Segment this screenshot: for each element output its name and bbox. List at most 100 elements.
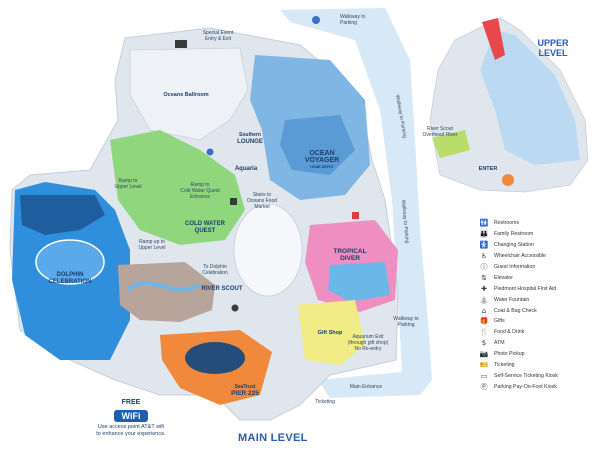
label-ramp-cold-2: Cold Water Quest xyxy=(180,188,220,194)
tropical-tank xyxy=(328,262,390,302)
first-aid-icon: ✚ xyxy=(481,284,487,293)
upper-enter-marker xyxy=(502,174,514,186)
label-southern-lounge-2: LOUNGE xyxy=(237,139,263,145)
legend-label: Photo Pickup xyxy=(494,351,525,358)
photo-pickup-icon: 📷 xyxy=(479,350,489,359)
upper-level-title: UPPER LEVEL xyxy=(535,38,571,58)
legend-label: Wheelchair Accessible xyxy=(494,253,546,260)
label-walkway-right-2: Walkway to Parking xyxy=(400,200,410,244)
legend-label: Restrooms xyxy=(494,220,520,227)
legend-item: 🍴 Food & Drink xyxy=(478,327,598,338)
label-walkway-bottom-1: Walkway to xyxy=(393,316,419,322)
river-scout-stream xyxy=(126,280,201,292)
legend-item: $ATM xyxy=(478,338,598,349)
wifi-note-1: Use access point AT&T wifi xyxy=(97,424,165,430)
label-special-event-2: Entry & Exit xyxy=(205,36,232,42)
label-ramp-upper-1: Ramp to xyxy=(119,178,138,184)
legend-label: Guest Information xyxy=(494,264,536,270)
label-southern-lounge-1: Southern xyxy=(239,132,261,138)
pier-pool xyxy=(185,342,245,374)
wifi-free: FREE xyxy=(121,399,141,406)
restrooms-icon: 🚻 xyxy=(479,219,489,228)
legend-item: ⓘ Guest Information xyxy=(478,262,598,273)
wheelchair-icon: ♿ xyxy=(480,252,488,261)
legend-label: Self-Service Ticketing Kiosk xyxy=(494,372,559,379)
guest-info-icon xyxy=(312,16,320,24)
label-tropical-1: TROPICAL xyxy=(333,248,366,255)
label-oceans-ballroom: Oceans Ballroom xyxy=(163,92,208,98)
upper-level-line1: UPPER xyxy=(537,38,569,48)
legend-item: 🚻 Restrooms xyxy=(478,218,598,229)
label-cold-water-2: QUEST xyxy=(195,228,216,234)
legend-label: Water Fountain xyxy=(494,296,530,303)
label-dolphin-1: DOLPHIN xyxy=(57,272,84,278)
label-gift-shop: Gift Shop xyxy=(318,330,343,336)
gifts-icon: 🎁 xyxy=(479,317,489,326)
river-scout-exhibit xyxy=(118,262,215,322)
main-level-title: MAIN LEVEL xyxy=(238,432,308,444)
label-special-event: Special Event xyxy=(203,30,234,36)
legend-item: 👪Family Restroom xyxy=(478,229,598,240)
upper-ocean-voyager xyxy=(480,30,580,165)
ticketing-icon: 🎫 xyxy=(479,361,489,370)
label-cold-water-1: COLD WATER xyxy=(185,221,226,227)
water-fountain-icon: ⛲ xyxy=(479,295,489,304)
label-walkway-top-1: Walkway to xyxy=(340,14,366,20)
changing-station-icon: 🚼 xyxy=(479,241,489,250)
atm-icon xyxy=(231,304,239,312)
label-pier-1: SeaTrust xyxy=(234,384,255,390)
legend-label: Parking Pay-On-Foot Kiosk xyxy=(494,383,557,390)
guest-info-icon: ⓘ xyxy=(480,263,488,271)
legend-item: ⇅Elevator xyxy=(478,272,598,283)
coat-check-icon: ⌂ xyxy=(481,306,487,315)
oceans-ballroom xyxy=(129,47,249,141)
family-restroom-icon: 👪 xyxy=(479,230,489,239)
label-river-scout-overhead-1: River Scout xyxy=(427,126,453,132)
label-aquaria: Aquaria xyxy=(235,166,258,172)
label-tropical-2: DIVER xyxy=(340,255,360,262)
wifi-notice: FREE WiFi Use access point AT&T wifi to … xyxy=(86,399,176,438)
upper-red-band xyxy=(482,18,505,60)
legend-item: 🎫 Ticketing xyxy=(478,360,598,371)
upper-river-scout xyxy=(432,130,470,158)
legend-item: ♿ Wheelchair Accessible xyxy=(478,251,598,262)
wifi-note-2: to enhance your experience. xyxy=(96,431,166,437)
legend-label: Coat & Bag Check xyxy=(494,307,537,314)
legend-item: ⛲ Water Fountain xyxy=(478,294,598,305)
kiosk-icon: ▭ xyxy=(480,371,488,380)
label-ticketing: Ticketing xyxy=(315,399,335,405)
label-dolphin-2: CELEBRATION xyxy=(49,279,92,285)
label-ramp-cold-1: Ramp to xyxy=(191,182,210,188)
walkway-band xyxy=(280,8,432,398)
legend-item: ✚ Piedmont Hospital First Aid xyxy=(478,283,598,294)
legend-item: 🎁 Gifts xyxy=(478,316,598,327)
cold-water-quest-exhibit xyxy=(110,130,245,245)
label-aquarium-exit-1: Aquarium Exit xyxy=(352,334,384,340)
food-drink-icon: 🍴 xyxy=(479,328,489,337)
legend-label: ATM xyxy=(494,340,505,347)
label-ocean-voyager-1: OCEAN xyxy=(309,150,334,157)
upper-level-line2: LEVEL xyxy=(538,48,568,58)
legend-label: Ticketing xyxy=(494,362,515,369)
legend-label: Gifts xyxy=(494,318,505,325)
label-river-scout: RIVER SCOUT xyxy=(201,286,242,292)
parking-kiosk-icon: Ⓟ xyxy=(480,382,488,391)
legend-label: Food & Drink xyxy=(494,329,525,336)
first-aid-icon xyxy=(352,212,359,219)
legend-item: 🚼 Changing Station xyxy=(478,240,598,251)
dolphin-seating xyxy=(20,195,105,235)
legend-label: Piedmont Hospital First Aid xyxy=(494,285,557,292)
restrooms-icon xyxy=(175,40,187,48)
dolphin-pool xyxy=(35,239,105,285)
legend-label: Elevator xyxy=(494,274,514,281)
label-ocean-voyager-2: VOYAGER xyxy=(305,157,339,164)
legend-item: ⌂ Coat & Bag Check xyxy=(478,305,598,316)
label-stairs-1: Stairs to xyxy=(253,192,272,198)
legend-label: Changing Station xyxy=(494,242,534,249)
label-ramp-upper-2: Upper Level xyxy=(115,184,142,190)
label-stairs-3: Market xyxy=(254,204,270,210)
legend-item: ▭ Self-Service Ticketing Kiosk xyxy=(478,370,598,381)
label-enter: ENTER xyxy=(479,166,498,172)
label-main-entrance: Main Entrance xyxy=(350,384,382,390)
